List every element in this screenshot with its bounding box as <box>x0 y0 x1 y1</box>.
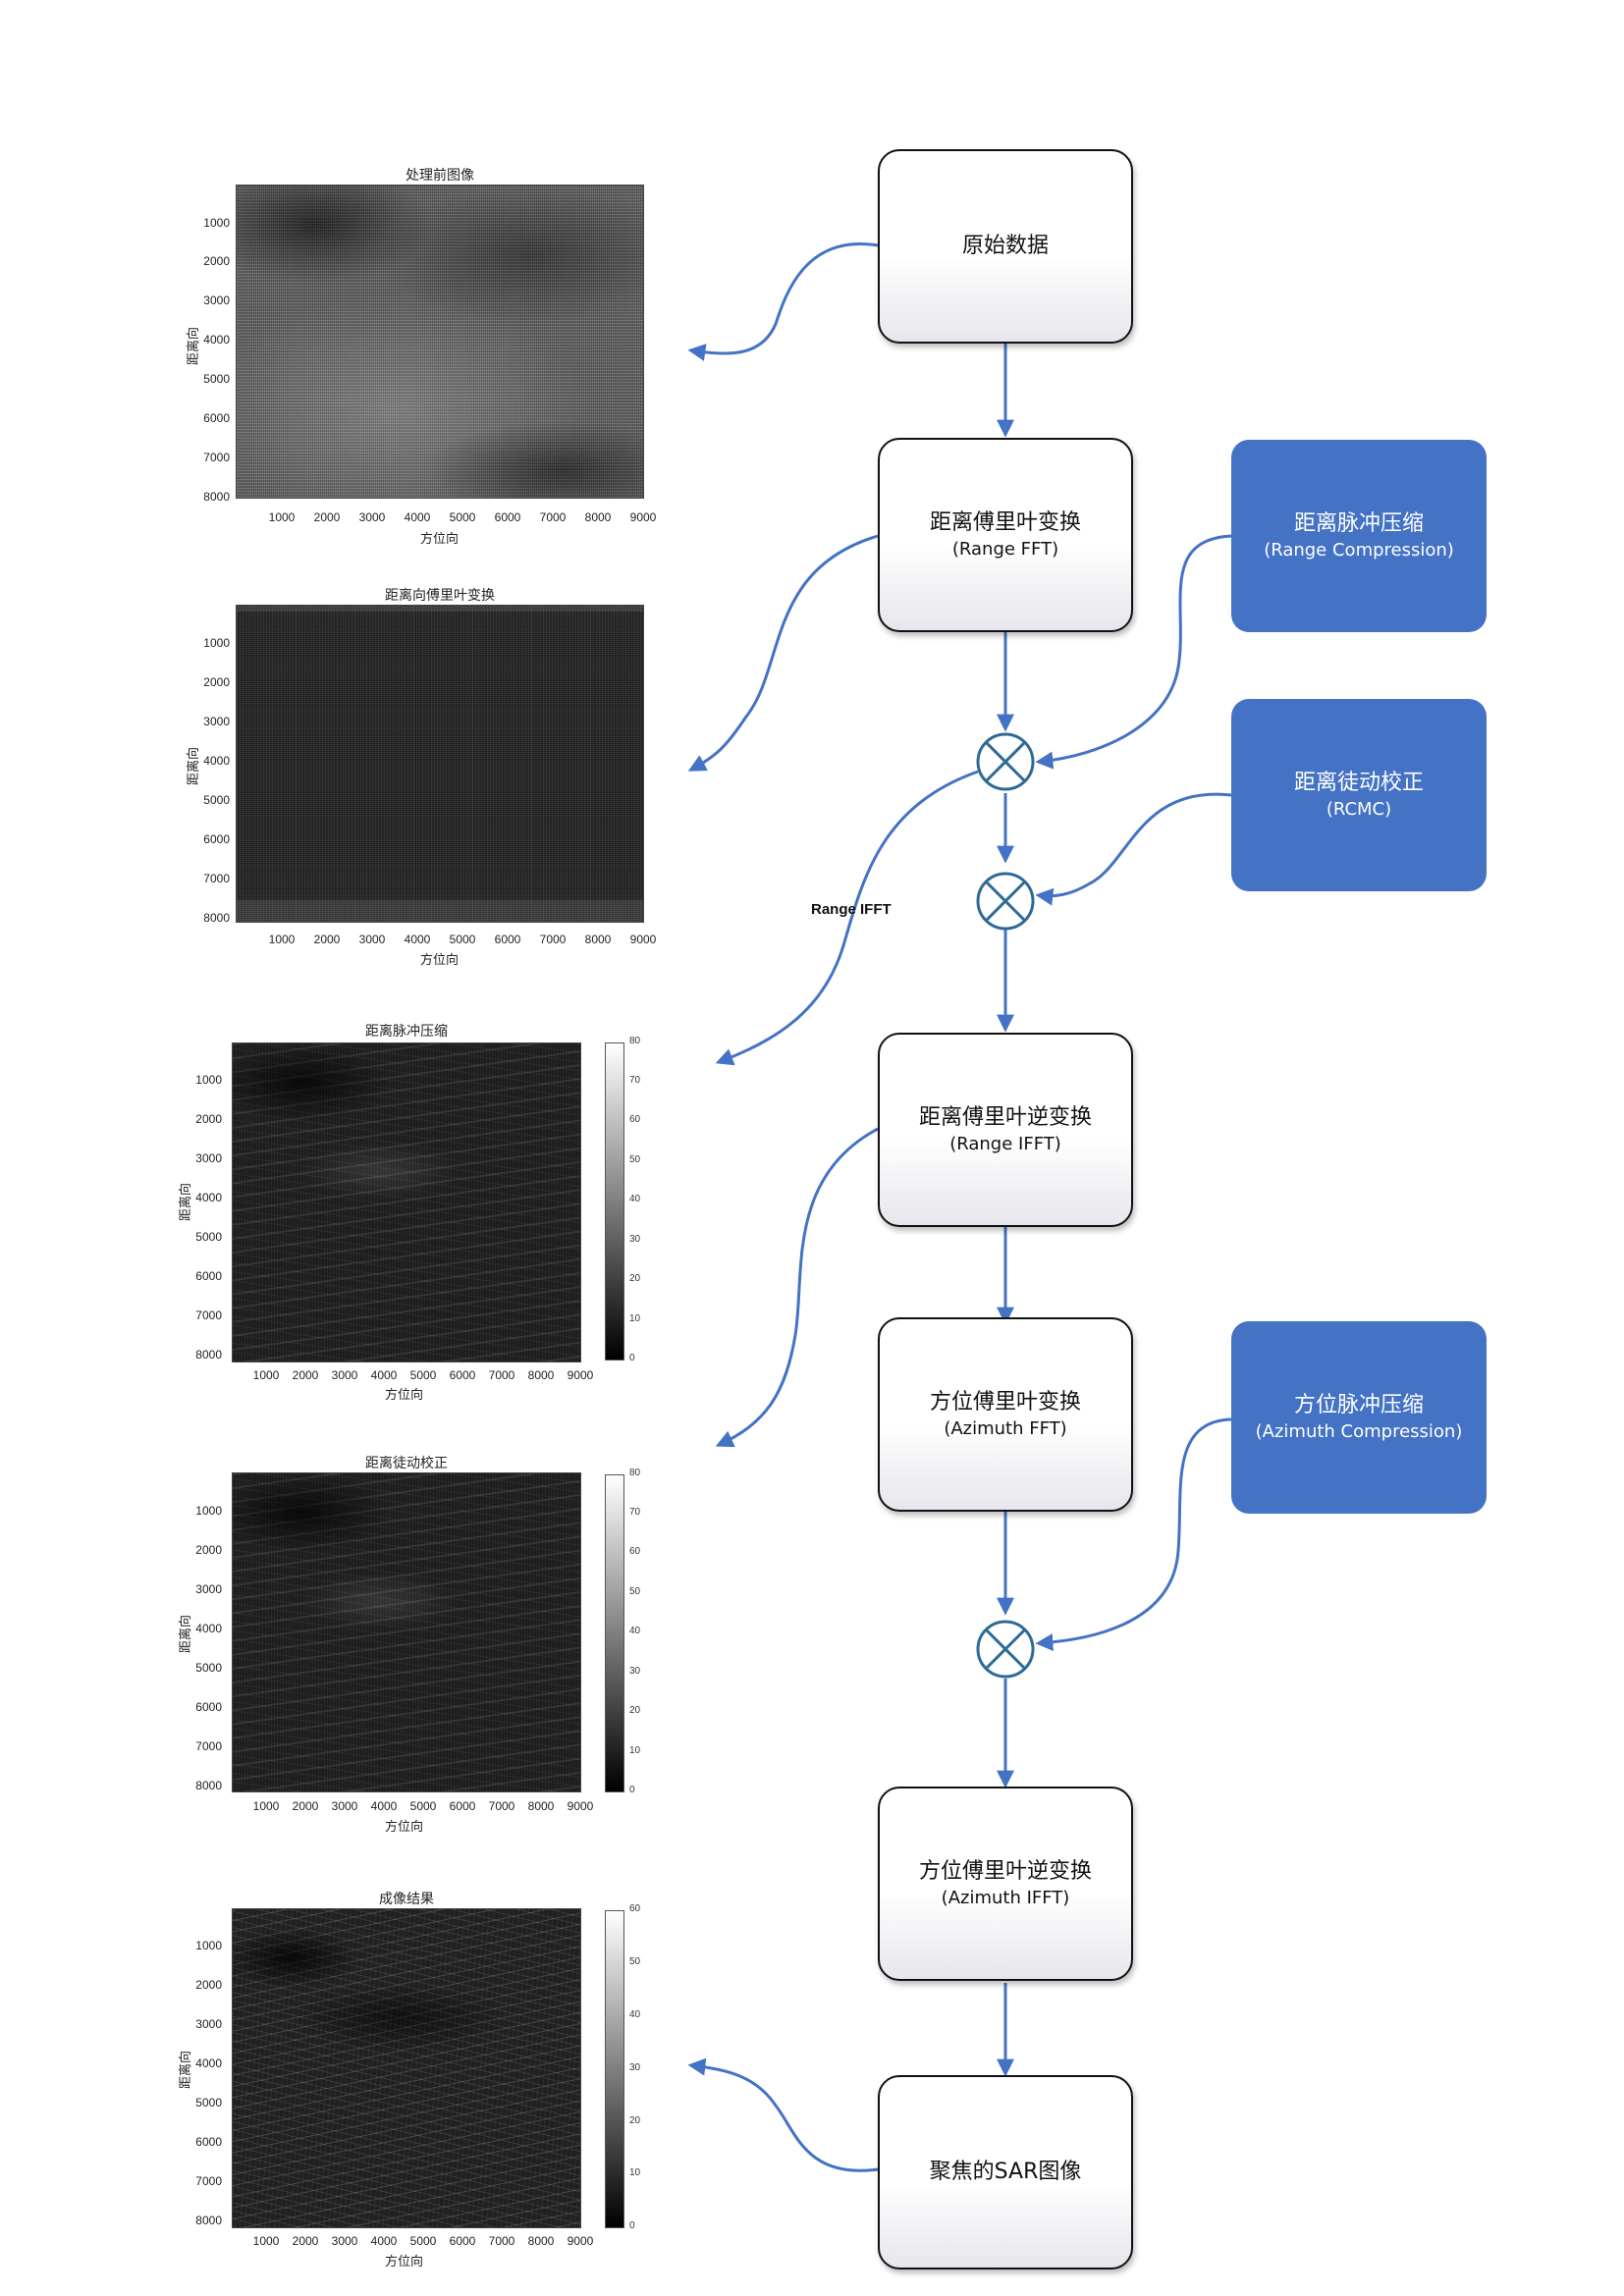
range-compression-box: 距离脉冲压缩 (Range Compression) <box>1231 440 1487 632</box>
range-fft-image <box>236 605 644 923</box>
azimuth-fft-title: 方位傅里叶变换 <box>929 1390 1081 1415</box>
raw-data-box: 原始数据 <box>878 149 1133 344</box>
focused-sar-label: 聚焦的SAR图像 <box>929 2160 1082 2184</box>
panel-title: 成像结果 <box>379 1892 434 1907</box>
focused-sar-box: 聚焦的SAR图像 <box>878 2075 1133 2269</box>
rcmc-subtitle: (RCMC) <box>1326 799 1392 820</box>
panel-title: 距离徒动校正 <box>365 1456 448 1471</box>
range-compression-image <box>232 1042 581 1362</box>
x-axis-label: 方位向 <box>385 2255 424 2269</box>
rcmc-box: 距离徒动校正 (RCMC) <box>1231 699 1487 891</box>
rcmc-title: 距离徒动校正 <box>1293 771 1424 795</box>
azimuth-compression-subtitle: (Azimuth Compression) <box>1255 1421 1463 1442</box>
rcmc-image <box>232 1472 581 1792</box>
range-fft-title: 距离傅里叶变换 <box>929 510 1081 535</box>
focused-image <box>232 1908 581 2228</box>
range-ifft-title: 距离傅里叶逆变换 <box>918 1105 1092 1130</box>
side-input-arrows <box>1035 534 1232 1652</box>
range-fft-subtitle: (Range FFT) <box>951 539 1059 560</box>
x-axis-label: 方位向 <box>385 1388 424 1403</box>
multiply-node <box>976 732 1035 791</box>
azimuth-compression-title: 方位脉冲压缩 <box>1293 1393 1424 1417</box>
x-axis-label: 方位向 <box>420 532 460 547</box>
range-compression-subtitle: (Range Compression) <box>1264 540 1454 561</box>
range-ifft-box: 距离傅里叶逆变换 (Range IFFT) <box>878 1033 1133 1227</box>
colorbar <box>605 1474 624 1792</box>
azimuth-ifft-subtitle: (Azimuth IFFT) <box>941 1888 1070 1908</box>
raw-image <box>236 185 644 499</box>
range-compression-title: 距离脉冲压缩 <box>1293 511 1424 536</box>
azimuth-ifft-title: 方位傅里叶逆变换 <box>918 1859 1092 1884</box>
azimuth-ifft-box: 方位傅里叶逆变换 (Azimuth IFFT) <box>878 1787 1133 1981</box>
x-axis-label: 方位向 <box>385 1820 424 1835</box>
multiply-node <box>976 872 1035 931</box>
range-ifft-subtitle: (Range IFFT) <box>949 1134 1061 1154</box>
colorbar <box>605 1042 624 1361</box>
connector-label: Range IFFT <box>811 901 892 918</box>
colorbar <box>605 1910 624 2228</box>
raw-data-label: 原始数据 <box>961 234 1049 258</box>
multiply-node <box>976 1620 1035 1679</box>
azimuth-compression-box: 方位脉冲压缩 (Azimuth Compression) <box>1231 1321 1487 1514</box>
range-fft-box: 距离傅里叶变换 (Range FFT) <box>878 438 1133 632</box>
panel-title: 处理前图像 <box>406 168 474 184</box>
x-axis-label: 方位向 <box>420 953 460 968</box>
panel-title: 距离脉冲压缩 <box>365 1024 448 1040</box>
output-arrows <box>687 242 979 2172</box>
azimuth-fft-box: 方位傅里叶变换 (Azimuth FFT) <box>878 1317 1133 1512</box>
panel-title: 距离向傅里叶变换 <box>385 588 495 604</box>
azimuth-fft-subtitle: (Azimuth FFT) <box>944 1418 1067 1439</box>
